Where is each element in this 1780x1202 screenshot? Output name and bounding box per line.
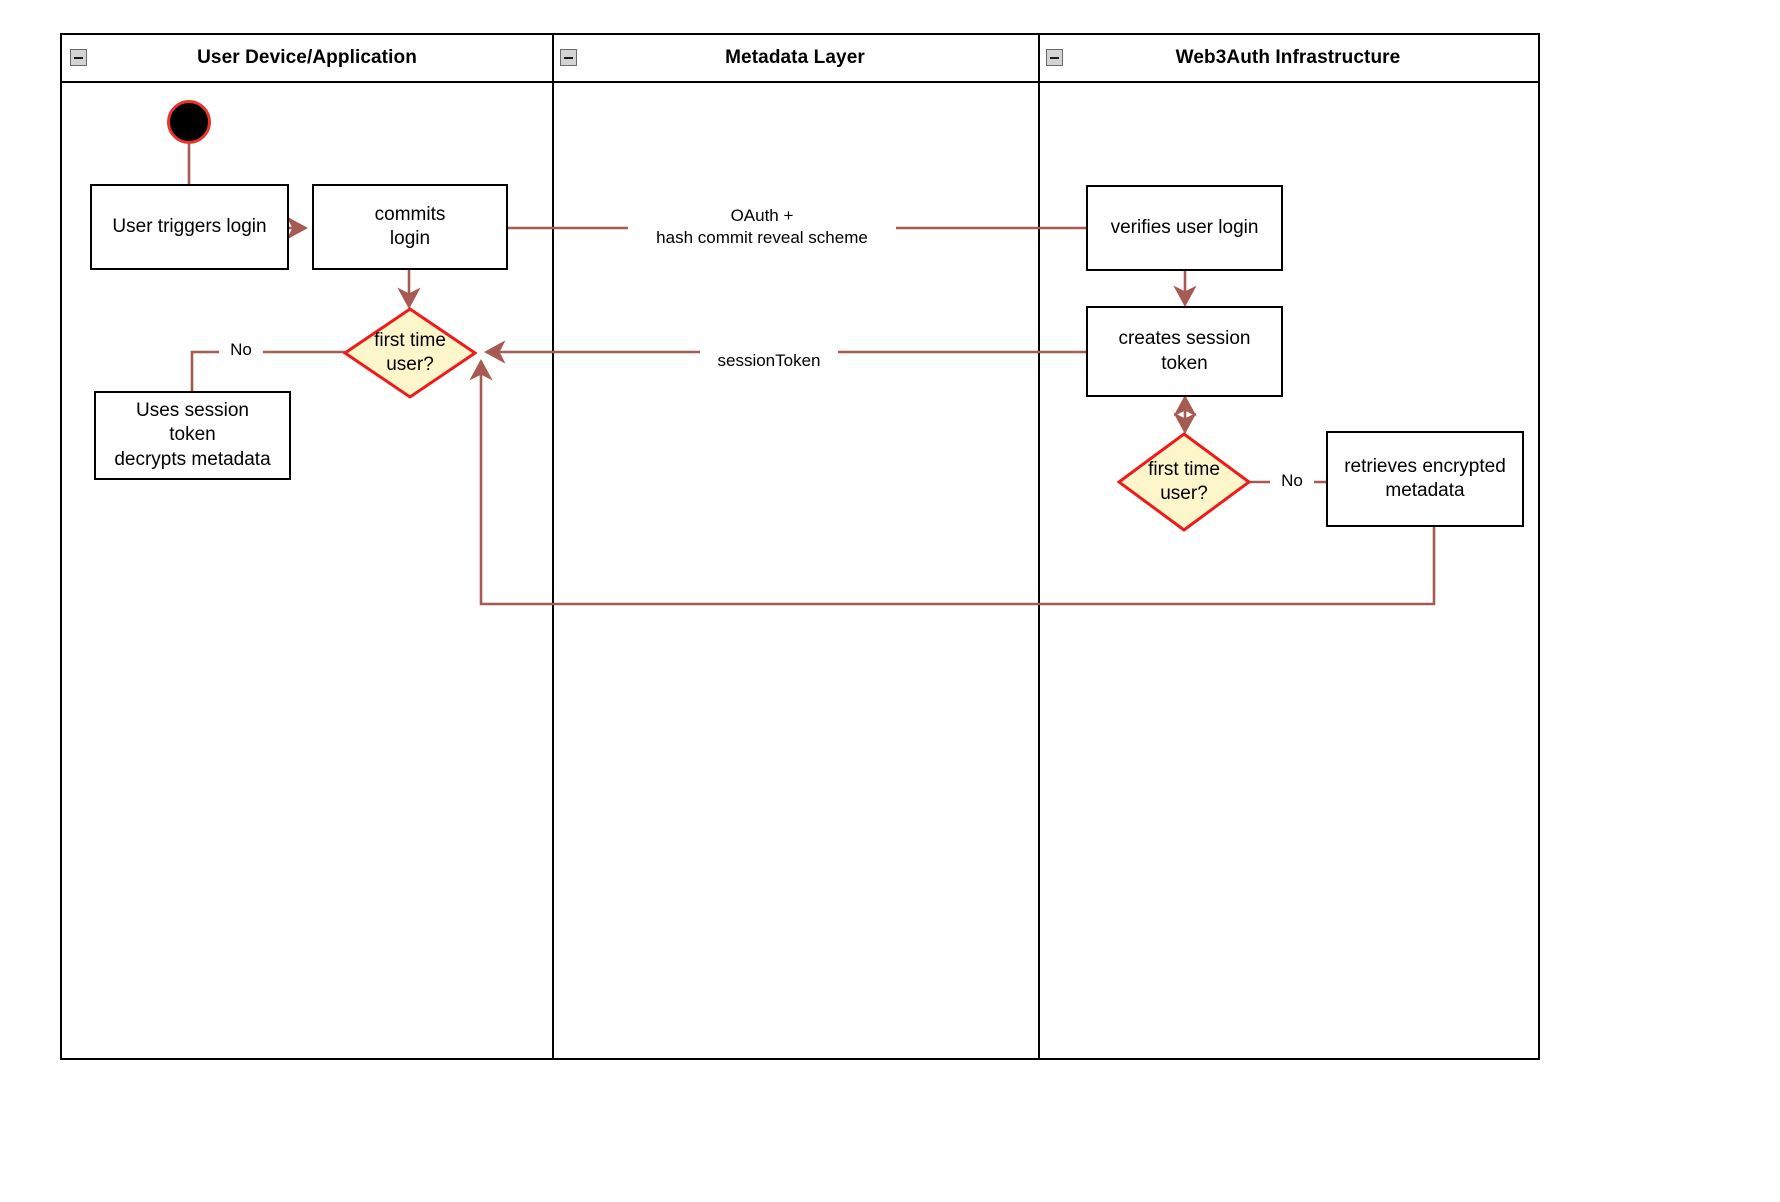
node-uses-session-token[interactable]: Uses session token decrypts metadata bbox=[94, 391, 291, 480]
decision-diamond-shape bbox=[1117, 432, 1251, 532]
collapse-minus-icon[interactable] bbox=[1046, 49, 1063, 66]
edge-label-session-token: sessionToken bbox=[700, 350, 838, 373]
node-user-triggers-login[interactable]: User triggers login bbox=[90, 184, 289, 270]
lane-title-metadata-layer: Metadata Layer bbox=[725, 47, 865, 68]
lane-divider-2 bbox=[1038, 35, 1040, 1058]
lane-title-user-device: User Device/Application bbox=[197, 47, 417, 68]
node-first-time-user-server[interactable]: first time user? bbox=[1117, 432, 1251, 532]
edge-label-no-server: No bbox=[1270, 470, 1314, 493]
lane-header-metadata-layer[interactable]: Metadata Layer bbox=[552, 35, 1038, 83]
collapse-minus-icon[interactable] bbox=[70, 49, 87, 66]
edge-label-oauth-line1: OAuth + bbox=[730, 206, 794, 225]
lane-header-web3auth[interactable]: Web3Auth Infrastructure bbox=[1038, 35, 1538, 83]
lane-divider-1 bbox=[552, 35, 554, 1058]
node-commits-login[interactable]: commits login bbox=[312, 184, 508, 270]
node-verifies-user-login[interactable]: verifies user login bbox=[1086, 185, 1283, 271]
edge-label-oauth-line2: hash commit reveal scheme bbox=[656, 228, 868, 248]
node-first-time-user-client[interactable]: first time user? bbox=[343, 307, 477, 399]
lane-title-web3auth: Web3Auth Infrastructure bbox=[1175, 47, 1401, 68]
lane-header-user-device[interactable]: User Device/Application bbox=[62, 35, 552, 83]
collapse-minus-icon[interactable] bbox=[560, 49, 577, 66]
decision-diamond-shape bbox=[343, 307, 477, 399]
start-node[interactable] bbox=[167, 100, 211, 144]
edge-label-oauth: OAuth + hash commit reveal scheme bbox=[628, 205, 896, 250]
node-retrieves-encrypted-metadata[interactable]: retrieves encrypted metadata bbox=[1326, 431, 1524, 527]
edge-label-no-client: No bbox=[219, 339, 263, 362]
node-creates-session-token[interactable]: creates session token bbox=[1086, 306, 1283, 397]
